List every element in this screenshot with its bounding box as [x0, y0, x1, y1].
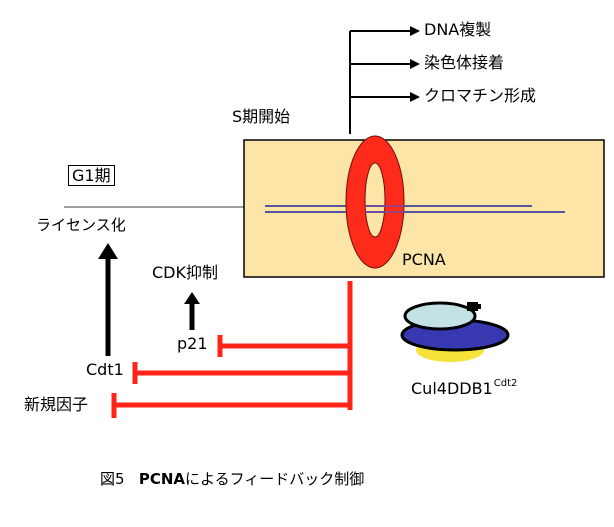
cdt2-cap-knob	[467, 302, 478, 311]
figure-caption: 図5 PCNAによるフィードバック制御	[100, 472, 364, 487]
label-licensing: ライセンス化	[36, 216, 126, 234]
label-cul4ddb1-cdt2: Cul4DDB1Cdt2	[411, 378, 518, 398]
label-pcna: PCNA	[402, 250, 446, 269]
label-cul4ddb1: Cul4DDB1	[411, 379, 493, 398]
cdt2-cap-knob-side	[476, 304, 481, 309]
pcna-ring	[345, 135, 405, 269]
label-dna-replication: DNA複製	[424, 20, 492, 39]
s-phase-branch-arrows	[349, 26, 420, 134]
arrowhead-licensing	[98, 243, 118, 259]
label-cdt1: Cdt1	[86, 360, 124, 379]
caption-figure-number: 図5	[100, 470, 125, 488]
activation-arrows	[98, 243, 200, 356]
label-cdk-inhibition: CDK抑制	[152, 263, 218, 282]
label-cohesion: 染色体接着	[424, 53, 505, 72]
arrowhead-cohesion	[410, 59, 420, 69]
arrowhead-cdk	[184, 292, 200, 304]
inhibition-lines	[111, 281, 353, 418]
s-phase-box	[243, 139, 605, 278]
arrowhead-chromatin	[410, 92, 420, 102]
cdt2-subunit	[403, 301, 477, 331]
caption-subject: PCNA	[138, 470, 186, 488]
label-chromatin-formation: クロマチン形成	[424, 86, 537, 105]
cul4-ddb1-cdt2-complex	[400, 301, 510, 362]
label-g1-phase: G1期	[68, 165, 115, 186]
label-p21: p21	[177, 334, 208, 353]
caption-rest: によるフィードバック制御	[185, 470, 365, 488]
label-s-phase-start: S期開始	[232, 107, 291, 126]
arrowhead-dna-replication	[410, 26, 420, 36]
label-cdt2-superscript: Cdt2	[493, 378, 518, 389]
label-new-factor: 新規因子	[24, 395, 89, 414]
